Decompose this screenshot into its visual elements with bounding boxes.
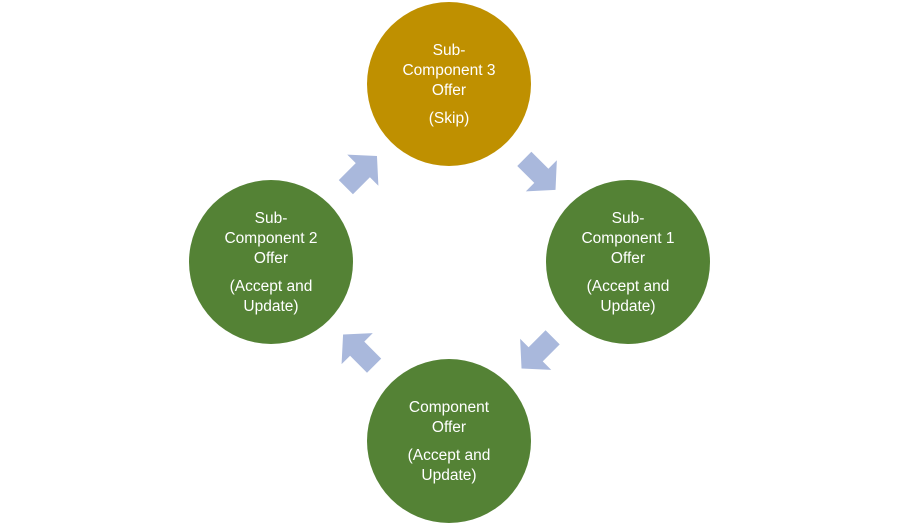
node-sub2-title-line: Component 2 bbox=[224, 230, 317, 247]
node-sub2-circle[interactable] bbox=[189, 180, 353, 344]
node-sub2-title-line: Offer bbox=[254, 250, 288, 267]
node-sub1-circle[interactable] bbox=[546, 180, 710, 344]
arrows-layer bbox=[338, 151, 560, 373]
node-sub3[interactable]: Sub- Component 3 Offer (Skip) bbox=[367, 2, 531, 166]
node-sub1-action-line: Update) bbox=[600, 298, 655, 315]
node-sub3-circle[interactable] bbox=[367, 2, 531, 166]
node-sub1-title-line: Sub- bbox=[612, 210, 645, 227]
node-sub2-action-line: Update) bbox=[243, 298, 298, 315]
node-component-title-line: Offer bbox=[432, 419, 466, 436]
node-sub3-title-line: Component 3 bbox=[402, 62, 495, 79]
node-sub2-title-line: Sub- bbox=[255, 210, 288, 227]
node-component-circle[interactable] bbox=[367, 359, 531, 523]
nodes-layer: Sub- Component 3 Offer (Skip) Sub- Component … bbox=[189, 2, 710, 523]
arrow-sub1-to-component bbox=[520, 330, 560, 370]
arrow-sub2-to-sub3 bbox=[338, 154, 379, 195]
node-component-action-line: Update) bbox=[421, 467, 476, 484]
node-sub2-action-line: (Accept and bbox=[230, 278, 313, 295]
node-sub3-action-line: (Skip) bbox=[429, 110, 469, 127]
arrow-component-to-sub2 bbox=[341, 333, 382, 373]
node-component-action-line: (Accept and bbox=[408, 447, 491, 464]
node-sub3-title-line: Offer bbox=[432, 82, 466, 99]
node-sub1-title-line: Component 1 bbox=[581, 230, 674, 247]
node-sub1-action-line: (Accept and bbox=[587, 278, 670, 295]
arrow-sub3-to-sub1 bbox=[517, 151, 557, 192]
node-component-title-line: Component bbox=[409, 399, 490, 416]
node-sub1-title-line: Offer bbox=[611, 250, 645, 267]
node-sub3-title-line: Sub- bbox=[433, 42, 466, 59]
